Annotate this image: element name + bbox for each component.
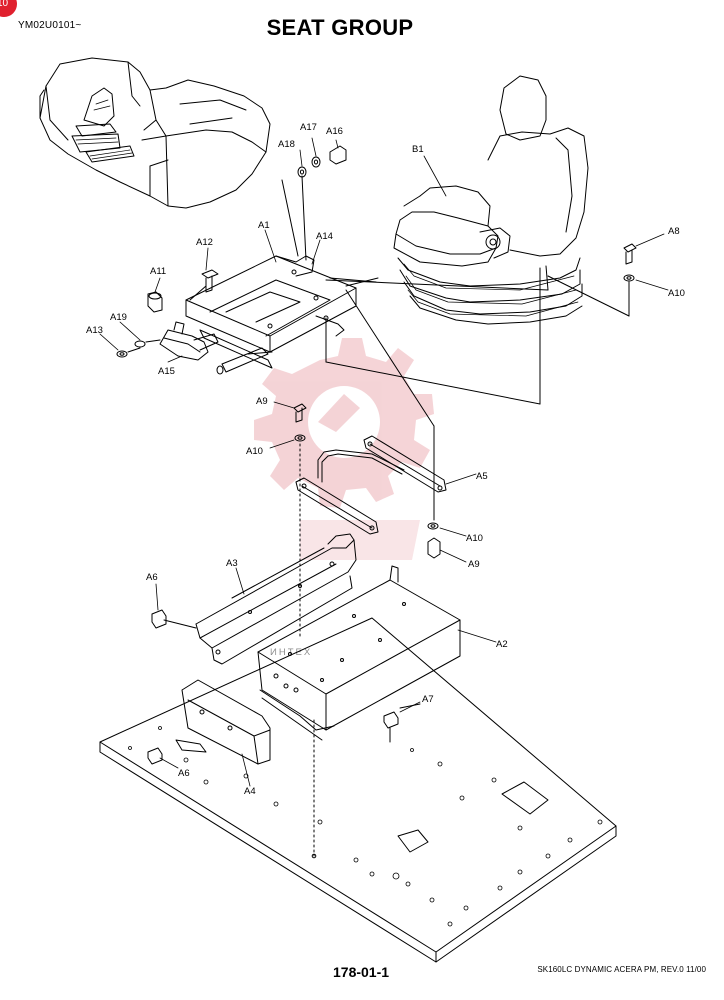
fasteners-a16-a17-a18 <box>297 145 347 178</box>
footer-note: SK160LC DYNAMIC ACERA PM, REV.0 11/00 <box>537 965 706 974</box>
callout-a14: A14 <box>316 231 333 242</box>
model-code: YM02U0101~ <box>18 20 82 31</box>
callout-a19: A19 <box>110 312 127 323</box>
callout-a3: A3 <box>226 558 238 569</box>
rail-channel-a3 <box>195 533 357 665</box>
callout-a9-upper: A9 <box>256 396 268 407</box>
callout-labels: B1 A1 A12 A11 A19 A13 A14 A15 A18 A17 A1… <box>86 122 685 797</box>
leader-lines <box>99 137 669 787</box>
lever-a15-and-small-parts <box>116 269 219 361</box>
watermark-logo: ИНТЕХ <box>254 338 434 658</box>
callout-a12: A12 <box>196 237 213 248</box>
callout-a7: A7 <box>422 694 434 705</box>
bolt-a7 <box>383 703 421 743</box>
callout-a15: A15 <box>158 366 175 377</box>
callout-a1: A1 <box>258 220 270 231</box>
callout-a6-upper: A6 <box>146 572 158 583</box>
callout-a9-lower: A9 <box>468 559 480 570</box>
floor-plate <box>99 617 617 963</box>
callout-a10-middle: A10 <box>246 446 263 457</box>
callout-a5: A5 <box>476 471 488 482</box>
bolts-a6 <box>147 609 197 765</box>
callout-a4: A4 <box>244 786 256 797</box>
fasteners-a9-a10 <box>293 403 441 637</box>
page-title: SEAT GROUP <box>266 15 414 40</box>
callout-a17: A17 <box>300 122 317 133</box>
callout-a8: A8 <box>668 226 680 237</box>
seat-assembly <box>393 75 589 405</box>
slide-rails-a5 <box>295 435 447 535</box>
side-cover-a4 <box>175 679 271 765</box>
callout-a13: A13 <box>86 325 103 336</box>
callout-b1: B1 <box>412 144 424 155</box>
callout-a16: A16 <box>326 126 343 137</box>
part-a8-a10-fasteners <box>547 243 637 317</box>
callout-a6-lower: A6 <box>178 768 190 779</box>
callout-a11: A11 <box>150 266 166 277</box>
callout-a2: A2 <box>496 639 508 650</box>
callout-a18: A18 <box>278 139 295 150</box>
page-badge: 10 <box>0 0 17 17</box>
seat-base-a2 <box>257 565 461 857</box>
callout-a10-lower: A10 <box>466 533 483 544</box>
callout-a10-upper: A10 <box>668 288 685 299</box>
page-number: 178-01-1 <box>333 964 390 980</box>
seat-bracket-a1 <box>185 175 549 427</box>
cab-inset-illustration <box>39 57 271 209</box>
